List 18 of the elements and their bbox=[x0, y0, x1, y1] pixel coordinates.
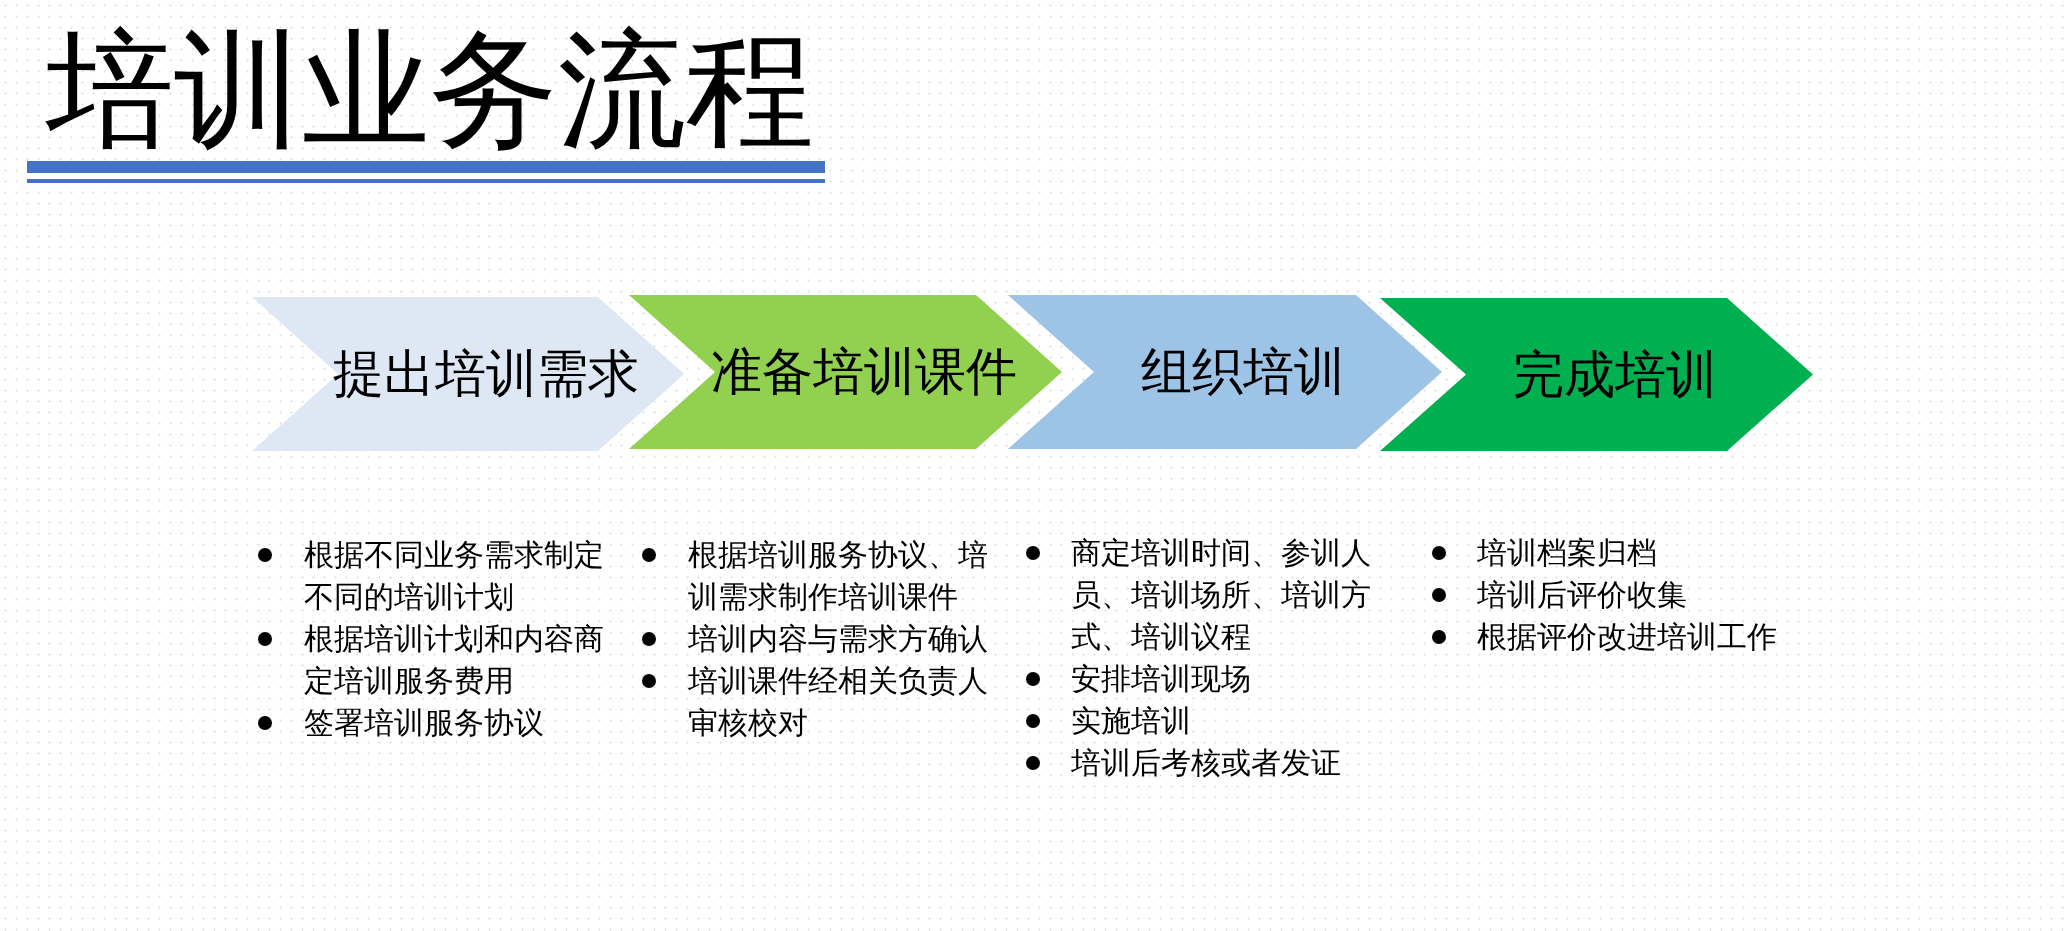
list-item: 培训内容与需求方确认 bbox=[688, 621, 989, 657]
list-item: 签署培训服务协议 bbox=[304, 705, 545, 741]
title: 培训业务流程 bbox=[46, 26, 814, 154]
list-item: 实施培训 bbox=[1071, 703, 1192, 739]
list-item: 安排培训现场 bbox=[1071, 661, 1252, 697]
list-item: 培训档案归档 bbox=[1477, 535, 1658, 571]
list-item: 根据评价改进培训工作 bbox=[1477, 619, 1778, 655]
step-label: 完成培训 bbox=[1512, 345, 1717, 404]
list-item: 培训后评价收集 bbox=[1477, 577, 1688, 613]
list-item: 培训后考核或者发证 bbox=[1071, 745, 1342, 781]
list-item: 根据培训服务协议、培训需求制作培训课件 bbox=[688, 537, 989, 615]
step-label: 提出培训需求 bbox=[333, 345, 639, 403]
step-label: 准备培训课件 bbox=[710, 343, 1017, 401]
list-item: 根据培训计划和内容商定培训服务费用 bbox=[304, 621, 605, 699]
step-label: 组织培训 bbox=[1141, 343, 1345, 401]
list-item: 培训课件经相关负责人审核校对 bbox=[688, 663, 989, 741]
list-item: 根据不同业务需求制定不同的培训计划 bbox=[304, 537, 605, 615]
list-item: 商定培训时间、参训人员、培训场所、培训方式、培训议程 bbox=[1071, 535, 1372, 655]
